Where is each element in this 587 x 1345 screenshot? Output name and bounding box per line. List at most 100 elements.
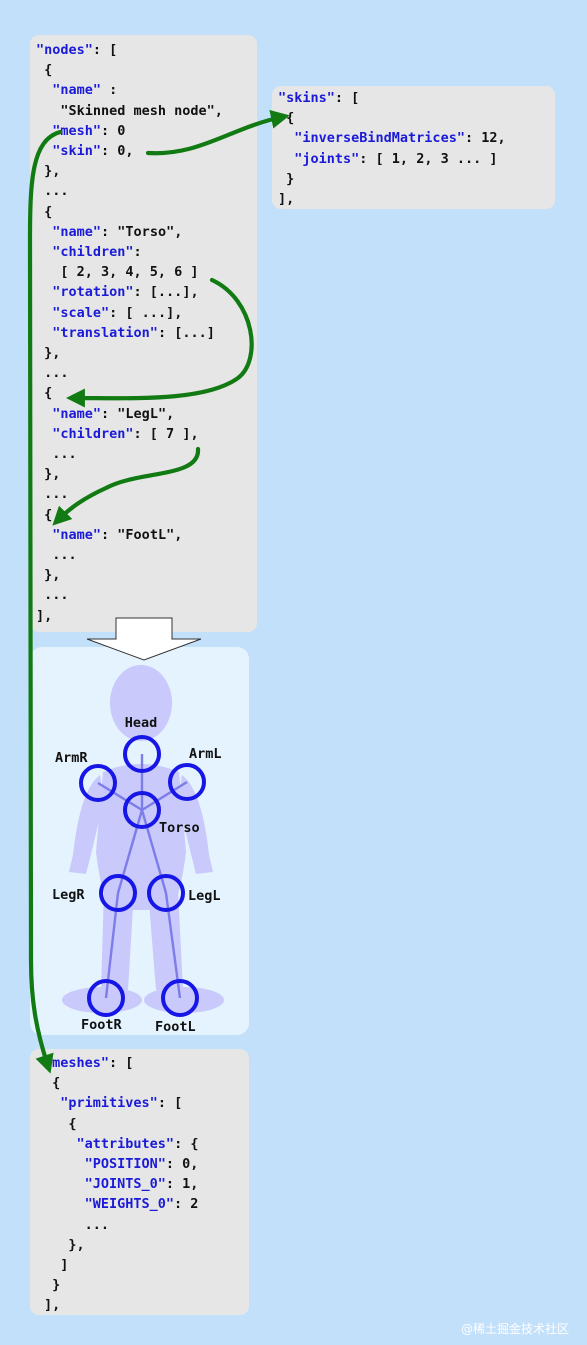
code-key: "name"	[52, 82, 102, 99]
nodes-code: "nodes": [ { "name" : "Skinned mesh node…	[36, 40, 223, 626]
code-line: {	[36, 505, 223, 525]
label-head: Head	[125, 715, 158, 731]
label-arm-l: ArmL	[189, 746, 222, 762]
code-text: },	[36, 345, 61, 362]
code-line: },	[36, 565, 223, 585]
code-line: ],	[44, 1295, 198, 1315]
code-line: "skins": [	[278, 88, 506, 108]
code-text: : "FootL",	[101, 526, 183, 543]
code-text: {	[44, 1115, 77, 1132]
code-line: {	[36, 60, 223, 80]
code-line: "translation": [...]	[36, 323, 223, 343]
label-leg-r: LegR	[52, 887, 85, 903]
code-line: "children":	[36, 242, 223, 262]
code-line: },	[36, 464, 223, 484]
code-text: : 0,	[101, 143, 134, 160]
code-line: "joints": [ 1, 2, 3 ... ]	[278, 149, 506, 169]
code-text: }	[44, 1277, 61, 1294]
code-line: {	[278, 108, 506, 128]
code-line: ]	[44, 1255, 198, 1275]
code-text: : "Torso",	[101, 223, 183, 240]
code-line: "primitives": [	[44, 1093, 198, 1113]
code-key: "meshes"	[44, 1055, 110, 1071]
joint-leg-l	[147, 874, 185, 912]
code-key: "skin"	[52, 143, 102, 160]
code-line: "rotation": [...],	[36, 282, 223, 302]
code-text: {	[44, 1075, 61, 1092]
meshes-panel: "meshes": [ { "primitives": [ { "attribu…	[30, 1049, 249, 1315]
code-line: "mesh": 0	[36, 121, 223, 141]
code-text: ],	[36, 607, 53, 624]
code-line: ...	[36, 444, 223, 464]
code-key: "POSITION"	[84, 1156, 166, 1173]
watermark: @稀土掘金技术社区	[460, 1322, 569, 1336]
code-text: [ 2, 3, 4, 5, 6 ]	[36, 264, 199, 281]
code-text: : [	[157, 1095, 183, 1112]
code-key: "inverseBindMatrices"	[294, 130, 465, 147]
code-text: : [ 7 ],	[133, 425, 199, 442]
code-line: "Skinned mesh node",	[36, 101, 223, 121]
arrow-mesh-to-meshes	[27, 129, 63, 1074]
label-arm-r: ArmR	[55, 750, 88, 766]
code-line: {	[36, 202, 223, 222]
code-text: : [...],	[133, 284, 199, 301]
code-line: ...	[44, 1215, 198, 1235]
code-key: "WEIGHTS_0"	[84, 1196, 175, 1213]
code-key: "nodes"	[36, 42, 93, 58]
code-text: : [	[109, 1055, 134, 1071]
code-line: "JOINTS_0": 1,	[44, 1174, 199, 1194]
code-line: {	[36, 383, 223, 403]
code-key: "rotation"	[52, 284, 134, 301]
skins-panel: "skins": [ { "inverseBindMatrices": 12, …	[272, 86, 555, 209]
code-line: },	[36, 343, 223, 363]
code-text: ],	[278, 191, 295, 208]
code-line: ...	[36, 363, 223, 383]
code-text: :	[101, 82, 118, 99]
code-key: "skins"	[278, 90, 335, 106]
arrow-torso-children-to-legl	[66, 277, 254, 408]
arrow-legl-children-to-footl	[52, 446, 201, 526]
code-key: "scale"	[52, 304, 110, 321]
code-line: }	[278, 169, 506, 189]
code-key: "mesh"	[52, 122, 102, 139]
code-text: }	[278, 170, 295, 187]
joint-torso	[123, 791, 161, 829]
code-line: "name": "FootL",	[36, 525, 223, 545]
code-text: ]	[44, 1257, 69, 1274]
code-text: : [	[334, 90, 360, 106]
arrow-skin-to-skins	[145, 110, 290, 156]
code-text: : 12,	[464, 130, 506, 147]
code-text: : [ 1, 2, 3 ... ]	[359, 150, 498, 167]
label-torso: Torso	[159, 820, 200, 836]
code-text: :	[133, 244, 142, 261]
code-text: : 1,	[165, 1176, 199, 1193]
code-line: ...	[36, 585, 223, 605]
code-text: },	[36, 567, 61, 584]
code-key: "children"	[52, 244, 134, 261]
label-foot-l: FootL	[155, 1019, 196, 1035]
code-key: "translation"	[52, 324, 158, 341]
code-line: "name" :	[36, 80, 223, 100]
code-line: "inverseBindMatrices": 12,	[278, 128, 506, 148]
code-text: : [...]	[157, 324, 215, 341]
nodes-panel: "nodes": [ { "name" : "Skinned mesh node…	[30, 35, 257, 632]
code-line: {	[44, 1073, 198, 1093]
code-text: : [ ...],	[109, 304, 183, 321]
label-foot-r: FootR	[81, 1017, 123, 1033]
code-key: "name"	[52, 223, 102, 240]
code-text: {	[36, 62, 53, 79]
code-text: ...	[36, 183, 69, 200]
code-line: "attributes": {	[44, 1134, 199, 1154]
code-key: "name"	[52, 405, 102, 422]
code-line: [ 2, 3, 4, 5, 6 ]	[36, 262, 223, 282]
code-line: ...	[36, 181, 223, 201]
code-key: "joints"	[294, 150, 360, 167]
code-text: : 2	[174, 1196, 199, 1213]
code-key: "name"	[52, 526, 102, 543]
code-text: {	[36, 203, 53, 220]
code-text: {	[36, 385, 53, 402]
code-line: ],	[278, 189, 506, 209]
code-line: "nodes": [	[36, 40, 223, 60]
code-text: },	[36, 163, 61, 180]
